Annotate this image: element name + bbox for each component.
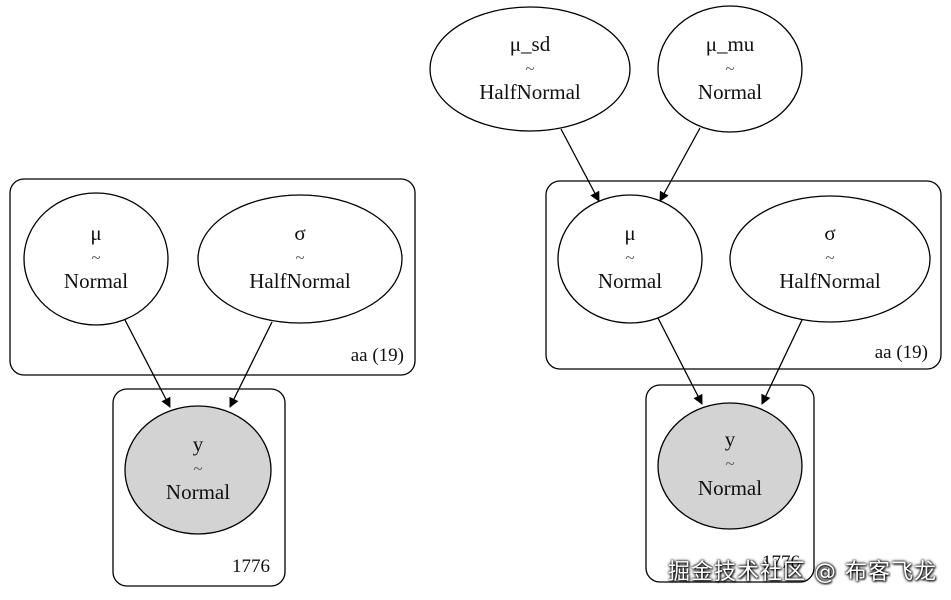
node-sigma[interactable]: σ ~ HalfNormal <box>729 195 931 323</box>
plate-aa <box>545 180 942 370</box>
node-mu-mu-name: μ_mu <box>706 32 755 56</box>
node-sigma-name: σ <box>824 221 835 245</box>
node-sigma-name: σ <box>294 221 305 245</box>
node-mu-dist: Normal <box>598 269 662 293</box>
node-sigma-tilde: ~ <box>825 248 834 267</box>
edge-sigma-to-y <box>761 319 803 405</box>
node-mu-name: μ <box>90 221 101 245</box>
plate-observations <box>112 388 286 587</box>
watermark: 掘金技术社区 @ 布客飞龙 <box>668 560 937 585</box>
node-mu-mu[interactable]: μ_mu ~ Normal <box>657 5 803 133</box>
node-y-observed[interactable]: y ~ Normal <box>657 402 803 530</box>
edge-sigma-to-y <box>229 321 273 408</box>
right-model-graph: aa (19) 1776 μ_sd ~ HalfNormal μ_mu ~ No… <box>429 5 942 583</box>
node-y-name: y <box>193 432 204 456</box>
node-mu-sd-tilde: ~ <box>525 59 534 78</box>
node-mu-tilde: ~ <box>91 248 100 267</box>
node-mu-sd[interactable]: μ_sd ~ HalfNormal <box>429 6 631 132</box>
node-mu-sd-name: μ_sd <box>510 32 551 56</box>
node-mu-dist: Normal <box>64 269 128 293</box>
node-mu-name: μ <box>624 221 635 245</box>
plate-observations-label: 1776 <box>232 556 270 577</box>
edge-mu-sd-to-mu <box>560 128 600 202</box>
node-sigma-dist: HalfNormal <box>249 269 351 293</box>
node-y-dist: Normal <box>698 476 762 500</box>
plate-observations <box>645 384 815 583</box>
node-mu-mu-tilde: ~ <box>725 59 734 78</box>
node-sigma-dist: HalfNormal <box>779 269 881 293</box>
node-mu-sd-dist: HalfNormal <box>479 80 581 104</box>
plate-aa-label: aa (19) <box>875 342 928 363</box>
node-mu[interactable]: μ ~ Normal <box>23 192 169 326</box>
node-y-tilde: ~ <box>193 459 202 478</box>
edge-mu-to-y <box>657 317 703 405</box>
node-y-dist: Normal <box>166 480 230 504</box>
plate-aa-label: aa (19) <box>351 345 404 366</box>
node-y-tilde: ~ <box>725 454 734 473</box>
plate-observations-label: 1776 <box>762 552 800 573</box>
left-model-graph: aa (19) 1776 μ ~ Normal σ ~ HalfNormal y… <box>9 178 416 587</box>
node-mu[interactable]: μ ~ Normal <box>557 194 703 324</box>
node-y-observed[interactable]: y ~ Normal <box>124 405 272 535</box>
node-y-name: y <box>725 427 736 451</box>
node-sigma[interactable]: σ ~ HalfNormal <box>197 194 403 324</box>
node-sigma-tilde: ~ <box>295 248 304 267</box>
edge-mu-mu-to-mu <box>659 127 701 202</box>
edge-mu-to-y <box>124 319 171 408</box>
node-mu-mu-dist: Normal <box>698 80 762 104</box>
node-mu-tilde: ~ <box>625 248 634 267</box>
plate-aa <box>9 178 416 376</box>
